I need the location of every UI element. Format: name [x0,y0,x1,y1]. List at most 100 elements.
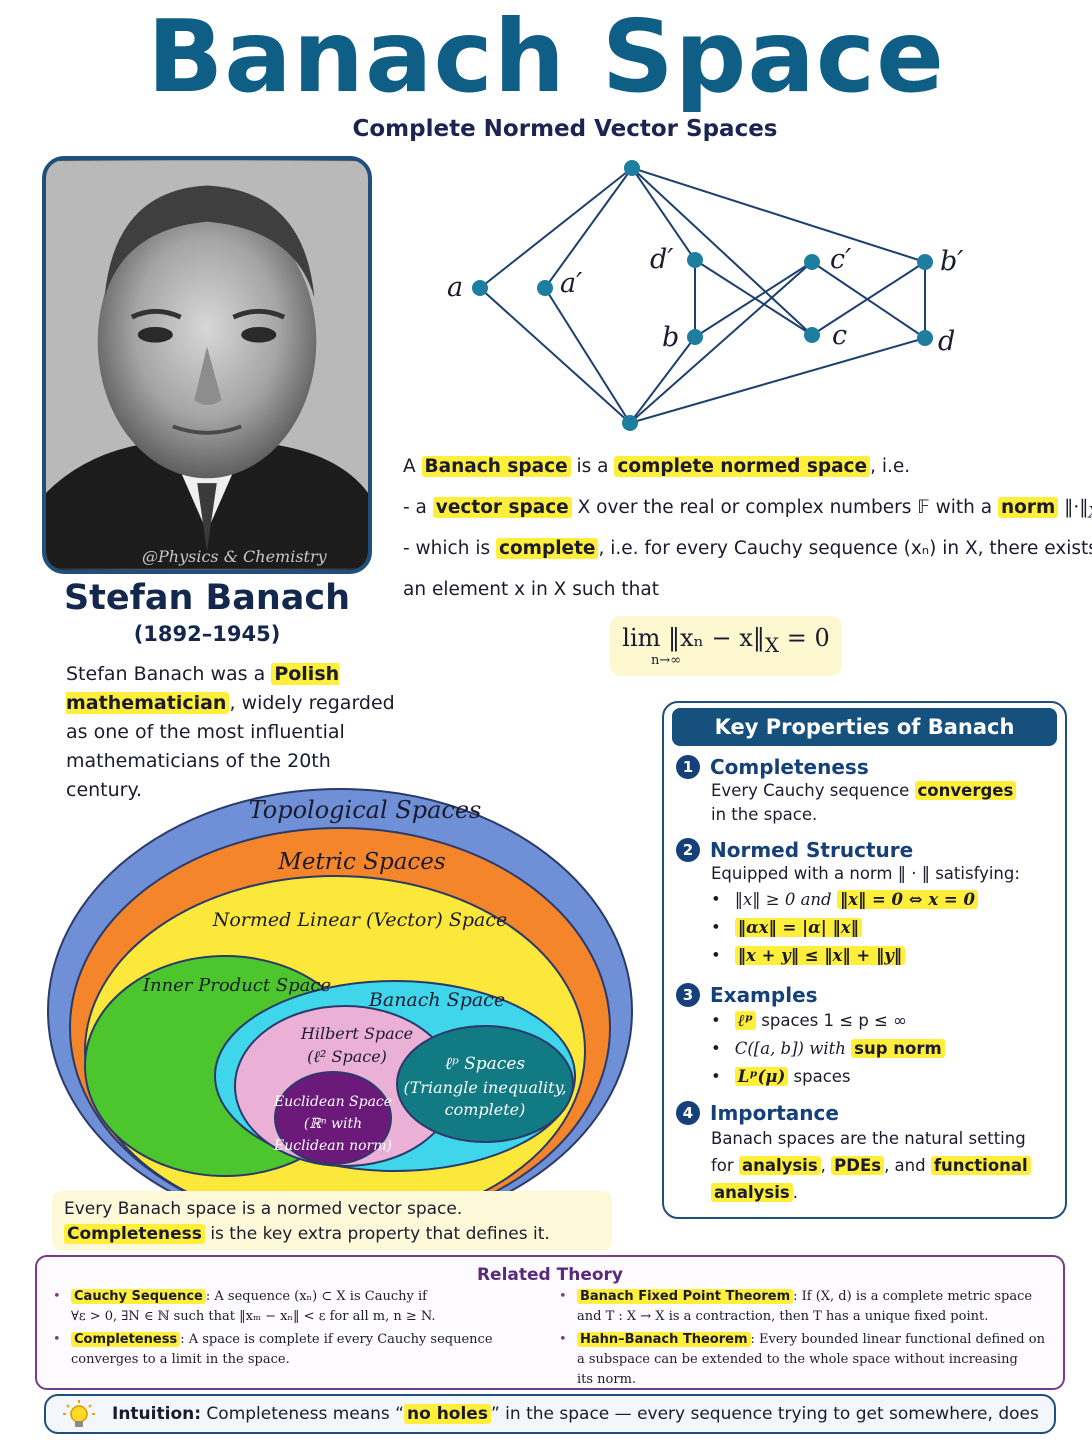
person-years: (1892–1945) [133,622,281,646]
related-text: its norm. [577,1372,637,1387]
euclidean-region [274,1071,392,1165]
property-highlight: PDEs [831,1156,885,1175]
label-lp-2: (Triangle inequality, [403,1078,566,1097]
property-text: . [792,1183,798,1202]
label-topological: Topological Spaces [249,796,482,824]
label-hilbert-2: (ℓ² Space) [307,1047,387,1066]
def-text: - a [403,497,433,518]
property-highlight: analysis [711,1183,793,1202]
property-normed-structure: 2 Normed Structure Equipped with a norm ‖… [676,838,1061,970]
related-highlight: Cauchy Sequence [71,1289,206,1304]
limit-under: n→∞ [650,652,682,668]
property-title: Importance [710,1101,839,1125]
property-highlight: functional [930,1156,1031,1175]
node-label-a-prime: a′ [560,268,582,299]
related-text: and T : X → X is a contraction, then T h… [577,1309,989,1324]
axiom-highlight: ‖x + y‖ ≤ ‖x‖ + ‖y‖ [734,946,906,965]
related-theory-title: Related Theory [476,1265,624,1285]
label-lp-3: complete) [445,1100,526,1119]
property-title: Normed Structure [710,838,914,862]
example-Lp: Lᵖ(μ) spaces [711,1063,1061,1091]
related-highlight: Banach Fixed Point Theorem [577,1289,794,1304]
example-continuous: C([a, b]) with sup norm [711,1035,1061,1063]
label-euclid-3: Euclidean norm) [273,1138,392,1154]
property-text: , [820,1156,832,1175]
label-normed: Normed Linear (Vector) Space [212,909,508,931]
bullet-dot: • [559,1332,567,1347]
def-highlight-complete: complete [496,538,599,559]
axiom-highlight: ‖x‖ = 0 ⇔ x = 0 [836,890,978,909]
bio-text-1: Stefan Banach was a [66,663,272,685]
bullet-dot: • [53,1332,61,1347]
lp-region [396,1025,574,1143]
bio-text-2: , widely regarded as one of the most inf… [66,692,395,801]
intuition-label: Intuition: [112,1404,202,1424]
def-math-sub: X [1089,504,1092,522]
def-highlight-norm: norm [997,497,1059,518]
limit-expression: lim ‖xₙ − x‖ [622,624,765,652]
example-highlight: sup norm [851,1039,945,1058]
portrait-photo: @Physics & Chemistry [42,156,372,574]
example-highlight: ℓᵖ [734,1011,757,1030]
example-highlight: Lᵖ(μ) [734,1067,789,1086]
property-importance: 4 Importance Banach spaces are the natura… [676,1101,1061,1206]
property-text: for [711,1156,739,1175]
def-text: A [403,456,422,477]
caption-text: is the key extra property that defines i… [204,1224,550,1244]
lightbulb-icon [63,1400,95,1427]
def-text: is a [570,456,615,477]
def-highlight-vector-space: vector space [432,497,572,518]
example-text: spaces [788,1067,851,1086]
property-text: in the space. [711,805,818,824]
property-text: , and [884,1156,931,1175]
related-text: : Every bounded linear functional define… [750,1332,1045,1347]
label-euclid-2: (ℝⁿ with [304,1116,362,1132]
number-badge: 2 [676,838,700,862]
page-title: Banach Space [147,0,945,115]
related-completeness: •Completeness: A space is complete if ev… [53,1330,541,1370]
definition-line-3: - which is complete, i.e. for every Cauc… [403,534,1092,575]
def-text: , i.e. [870,456,911,477]
nested-spaces-diagram: Topological Spaces Metric Spaces Normed … [47,788,633,1206]
axiom-text: ‖x‖ ≥ 0 and [734,890,837,909]
definition: A Banach space is a complete normed spac… [403,452,1092,616]
definition-line-2: - a vector space X over the real or comp… [403,493,1092,534]
example-text: spaces 1 ≤ p ≤ ∞ [756,1011,907,1030]
intuition-text: ” in the space — every sequence trying t… [490,1404,1039,1424]
caption-line-1: Every Banach space is a normed vector sp… [64,1199,463,1219]
limit-subscript: X [764,632,780,657]
definition-line-1: A Banach space is a complete normed spac… [403,452,1083,493]
def-text: X over the real or complex numbers 𝔽 wit… [571,497,998,518]
related-fixed-point: •Banach Fixed Point Theorem: If (X, d) i… [559,1287,1057,1327]
property-text: Banach spaces are the natural setting [711,1129,1026,1148]
page-subtitle: Complete Normed Vector Spaces [352,116,778,142]
node-label-c-prime: c′ [830,244,851,275]
definition-line-4: an element x in X such that [403,579,659,600]
axiom-highlight: ‖αx‖ = |α| ‖x‖ [734,918,862,937]
biography: Stefan Banach was a Polish mathematician… [66,660,396,805]
label-banach: Banach Space [368,989,505,1011]
example-lp: ℓᵖ spaces 1 ≤ p ≤ ∞ [711,1007,1061,1035]
key-properties-header: Key Properties of Banach Spaces [672,708,1057,777]
norm-axiom-2: ‖αx‖ = |α| ‖x‖ [711,914,1061,942]
number-badge: 4 [676,1101,700,1125]
related-cauchy: •Cauchy Sequence: A sequence (xₙ) ⊂ X is… [53,1287,541,1327]
intuition-highlight: no holes [404,1404,491,1424]
norm-axiom-3: ‖x + y‖ ≤ ‖x‖ + ‖y‖ [711,942,1061,970]
def-highlight-complete-normed: complete normed space [614,456,871,477]
def-text: , i.e. for every Cauchy sequence (xₙ) in… [598,538,1092,559]
property-title: Completeness [710,755,869,779]
norm-axiom-1: ‖x‖ ≥ 0 and ‖x‖ = 0 ⇔ x = 0 [711,886,1061,914]
def-math: ‖·‖ [1058,497,1089,518]
related-text: ∀ε > 0, ∃N ∈ ℕ such that ‖xₘ − xₙ‖ < ε f… [71,1309,436,1324]
label-metric: Metric Spaces [277,849,446,875]
node-label-d: d [938,326,955,357]
property-text: Equipped with a norm ‖ · ‖ satisfying: [711,864,1020,883]
label-inner: Inner Product Space [142,975,331,996]
caption-highlight: Completeness [64,1224,205,1244]
watermark: @Physics & Chemistry [142,547,327,566]
node-label-a: a [447,272,463,303]
number-badge: 3 [676,983,700,1007]
